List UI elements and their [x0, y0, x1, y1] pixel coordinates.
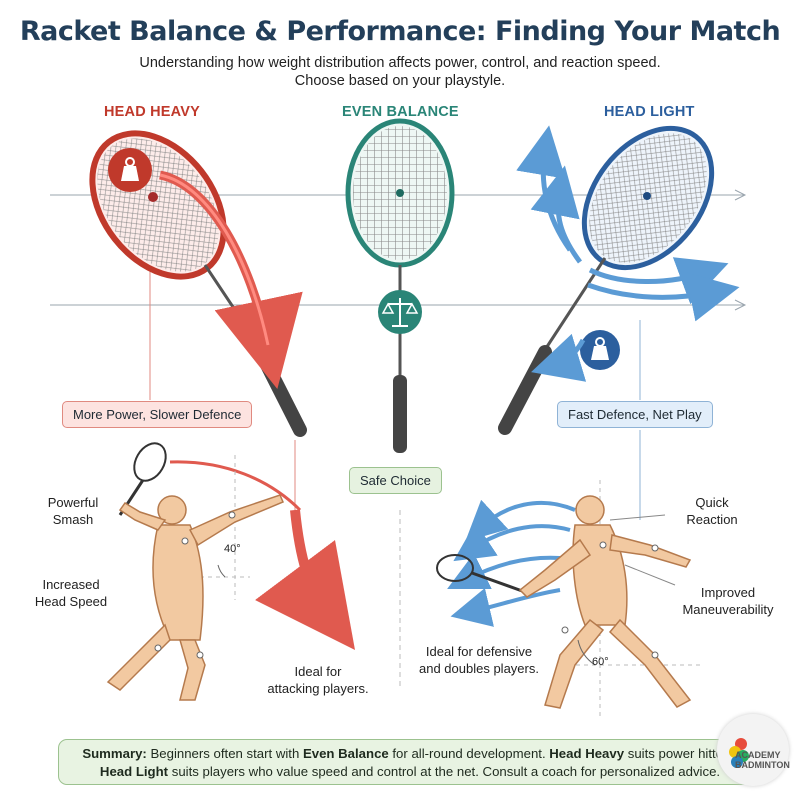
- summary-line-2: Head Light suits players who value speed…: [71, 763, 749, 781]
- ideal-attacking-label: Ideal for attacking players.: [258, 663, 378, 697]
- academy-logo: [717, 714, 789, 786]
- label-text: Increased: [42, 577, 100, 592]
- even-balance-racket: [345, 118, 455, 453]
- head-heavy-heading: HEAD HEAVY: [104, 104, 200, 120]
- ideal-defensive-label: Ideal for defensive and doubles players.: [408, 643, 550, 677]
- summary-bold: Head Heavy: [549, 746, 625, 761]
- label-text: Maneuverability: [682, 602, 774, 617]
- logo-icon: [729, 738, 749, 768]
- label-text: Ideal for defensive: [425, 644, 533, 659]
- label-powerful-smash: Powerful Smash: [28, 494, 118, 528]
- label-text: Improved: [700, 585, 756, 600]
- head-light-pill: Fast Defence, Net Play: [557, 401, 713, 428]
- summary-bold: Head Light: [99, 764, 169, 779]
- right-player-figure: [436, 480, 700, 720]
- label-quick-reaction: Quick Reaction: [667, 494, 757, 528]
- summary-text: Beginners often start with: [146, 746, 303, 761]
- even-balance-pill: Safe Choice: [349, 467, 442, 494]
- logo-text-line: BADMINTON: [735, 760, 790, 770]
- summary-lead: Summary:: [82, 746, 147, 761]
- label-text: Powerful: [47, 495, 99, 510]
- subtitle-line-1: Understanding how weight distribution af…: [139, 55, 661, 71]
- logo-text: ACADEMY BADMINTON: [735, 750, 790, 770]
- summary-bold: Even Balance: [302, 746, 389, 761]
- subtitle-line-2: Choose based on your playstyle.: [294, 73, 506, 89]
- label-text: Head Speed: [34, 594, 108, 609]
- left-angle-label: 40°: [224, 543, 241, 555]
- label-text: and doubles players.: [419, 661, 539, 676]
- summary-text: suits power hitters.: [624, 746, 738, 761]
- label-maneuverability: Improved Maneuverability: [668, 584, 788, 618]
- right-angle-label: 60°: [592, 656, 609, 668]
- label-head-speed: Increased Head Speed: [14, 576, 128, 610]
- summary-box: Summary: Beginners often start with Even…: [58, 739, 762, 785]
- summary-line-1: Summary: Beginners often start with Even…: [71, 745, 749, 763]
- label-text: Reaction: [686, 512, 738, 527]
- summary-text: suits players who value speed and contro…: [168, 764, 721, 779]
- head-heavy-pill: More Power, Slower Defence: [62, 401, 253, 428]
- summary-text: for all-round development.: [388, 746, 550, 761]
- even-balance-heading: EVEN BALANCE: [342, 104, 459, 120]
- page-subtitle: Understanding how weight distribution af…: [100, 54, 700, 90]
- head-heavy-racket: [89, 130, 307, 437]
- label-text: attacking players.: [267, 681, 369, 696]
- left-player-figure: [106, 442, 355, 701]
- speed-arrows: [516, 125, 740, 382]
- logo-text-line: ACADEMY: [735, 750, 781, 760]
- head-light-heading: HEAD LIGHT: [604, 104, 695, 120]
- page-title: Racket Balance & Performance: Finding Yo…: [19, 16, 781, 47]
- label-text: Smash: [52, 512, 94, 527]
- label-text: Ideal for: [294, 664, 342, 679]
- label-text: Quick: [695, 495, 729, 510]
- head-light-racket: [498, 125, 740, 435]
